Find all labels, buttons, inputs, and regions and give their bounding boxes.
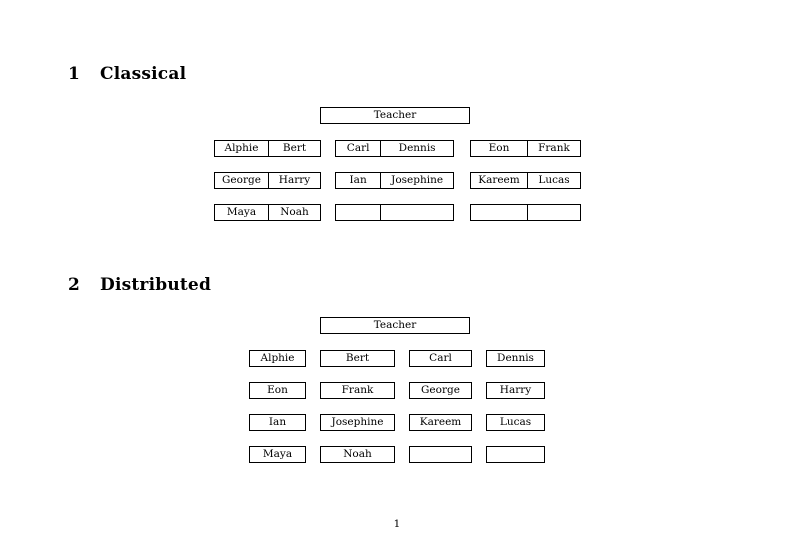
- classical-group-3-row-3: [470, 204, 581, 221]
- classical-group-3-row-2: Kareem Lucas: [470, 172, 581, 189]
- classical-cell: Eon: [488, 142, 510, 155]
- distributed-box: Noah: [320, 446, 395, 463]
- distributed-box: Alphie: [249, 350, 306, 367]
- classical-cell-empty: [526, 205, 580, 220]
- classical-group-1-row-2: George Harry: [214, 172, 321, 189]
- classical-cell: Carl: [346, 142, 370, 155]
- section-title-2: Distributed: [100, 275, 212, 295]
- distributed-box: Carl: [409, 350, 472, 367]
- classical-group-2-row-2: Ian Josephine: [335, 172, 454, 189]
- distributed-box-empty: [486, 446, 545, 463]
- classical-group-3-row-1: Eon Frank: [470, 140, 581, 157]
- classical-group-1-row-1: Alphie Bert: [214, 140, 321, 157]
- classical-cell-empty: [471, 205, 527, 220]
- distributed-box: Bert: [320, 350, 395, 367]
- distributed-teacher-box: Teacher: [320, 317, 470, 334]
- page-number: 1: [393, 518, 401, 530]
- section-number-2: 2: [68, 275, 81, 295]
- classical-teacher-box: Teacher: [320, 107, 470, 124]
- section-heading-classical: 1 Classical: [68, 64, 186, 84]
- section-title-1: Classical: [100, 64, 187, 84]
- distributed-box: Eon: [249, 382, 306, 399]
- classical-cell-empty: [380, 205, 453, 220]
- distributed-box: Dennis: [486, 350, 545, 367]
- classical-cell: Ian: [349, 174, 367, 187]
- classical-cell: Bert: [267, 141, 320, 156]
- distributed-box: Harry: [486, 382, 545, 399]
- distributed-box: Maya: [249, 446, 306, 463]
- classical-group-2-row-1: Carl Dennis: [335, 140, 454, 157]
- classical-cell: Dennis: [380, 141, 453, 156]
- classical-group-2-row-3: [335, 204, 454, 221]
- distributed-box: Kareem: [409, 414, 472, 431]
- distributed-box-empty: [409, 446, 472, 463]
- classical-cell-empty: [336, 205, 380, 220]
- classical-cell: Frank: [526, 141, 580, 156]
- distributed-box: Frank: [320, 382, 395, 399]
- classical-cell: Noah: [267, 205, 320, 220]
- classical-cell: Alphie: [224, 142, 259, 155]
- distributed-box: George: [409, 382, 472, 399]
- distributed-box: Ian: [249, 414, 306, 431]
- classical-cell: Kareem: [478, 174, 520, 187]
- classical-cell: Maya: [226, 206, 257, 219]
- distributed-box: Lucas: [486, 414, 545, 431]
- classical-cell: Josephine: [380, 173, 453, 188]
- distributed-box: Josephine: [320, 414, 395, 431]
- section-number-1: 1: [68, 64, 81, 84]
- classical-group-1-row-3: Maya Noah: [214, 204, 321, 221]
- section-heading-distributed: 2 Distributed: [68, 275, 211, 295]
- classical-cell: George: [222, 174, 261, 187]
- classical-cell: Harry: [267, 173, 320, 188]
- classical-cell: Lucas: [526, 173, 580, 188]
